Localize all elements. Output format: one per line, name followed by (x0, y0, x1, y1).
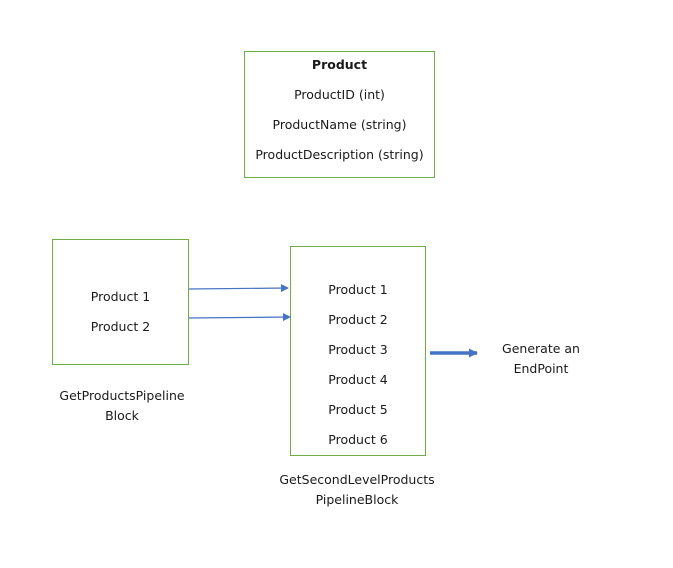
first-block-caption-line1: GetProductsPipeline (59, 388, 185, 403)
first-block-item-2: Product 2 (90, 319, 151, 334)
product-field-description: ProductDescription (string) (255, 147, 424, 162)
first-block-caption: GetProductsPipeline Block (52, 386, 192, 426)
endpoint-label-line2: EndPoint (513, 361, 569, 376)
get-products-pipeline-box (52, 239, 189, 365)
second-block-item-6: Product 6 (328, 432, 388, 447)
second-block-item-1: Product 1 (328, 282, 388, 297)
product-entity-box (244, 51, 435, 178)
second-block-caption: GetSecondLevelProducts PipelineBlock (271, 470, 443, 510)
second-block-caption-line2: PipelineBlock (315, 492, 399, 507)
first-block-caption-line2: Block (105, 408, 139, 423)
product-entity-title: Product (311, 57, 368, 72)
endpoint-label-line1: Generate an (502, 341, 580, 356)
arrow-product-1 (188, 284, 289, 293)
arrow-product-2 (188, 313, 291, 322)
second-block-item-5: Product 5 (328, 402, 388, 417)
product-field-id: ProductID (int) (294, 87, 385, 102)
get-second-level-products-box (290, 246, 426, 456)
second-block-caption-line1: GetSecondLevelProducts (279, 472, 435, 487)
second-block-item-3: Product 3 (328, 342, 388, 357)
second-block-item-2: Product 2 (328, 312, 388, 327)
first-block-item-1: Product 1 (90, 289, 151, 304)
product-field-name: ProductName (string) (272, 117, 407, 132)
second-block-item-4: Product 4 (328, 372, 388, 387)
endpoint-label: Generate an EndPoint (491, 339, 591, 379)
